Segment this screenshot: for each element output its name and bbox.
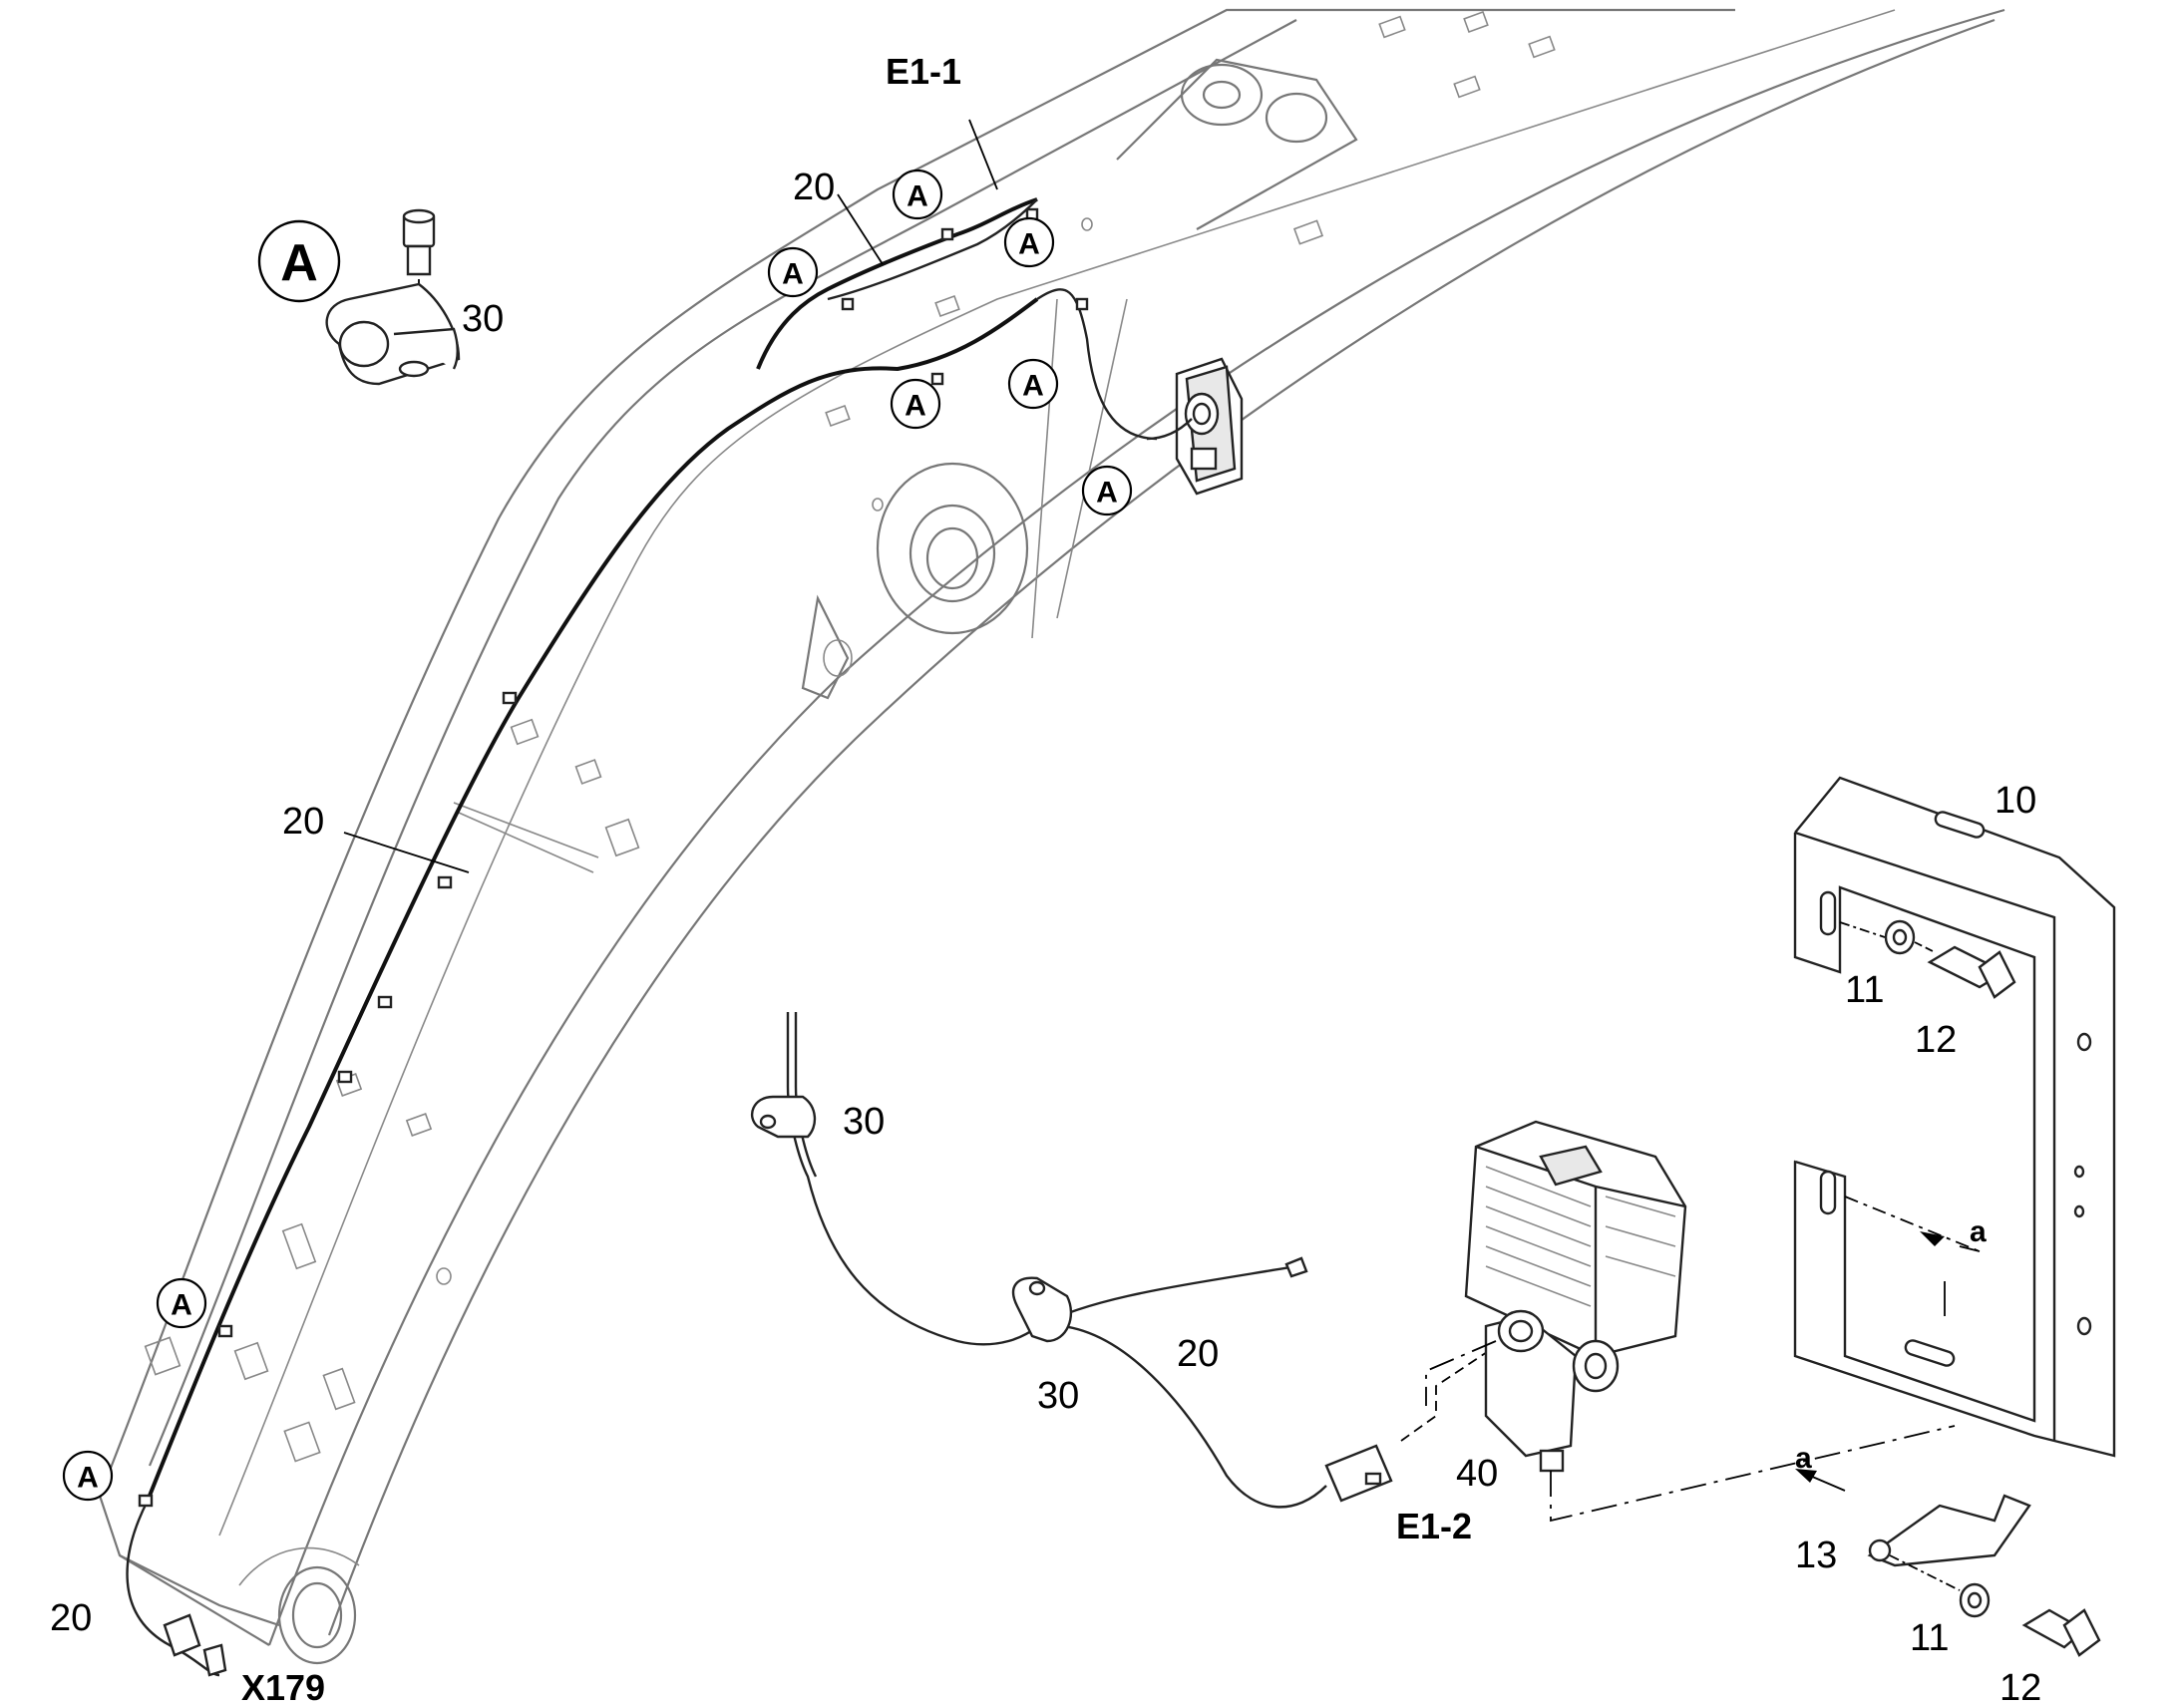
boom-structure [98,8,2005,1665]
label-e1-2: E1-2 [1396,1506,1472,1546]
circle-marker-a: A [156,1277,207,1329]
circle-marker-a: A [767,246,819,298]
leader-lines [343,119,998,873]
svg-text:A: A [782,258,804,291]
svg-text:A: A [280,234,318,292]
circle-marker-a: A [892,169,943,220]
callout-labels: E1-1 20 30 20 30 30 20 40 E1-2 20 X179 1… [50,51,2041,1708]
svg-text:A: A [77,1462,99,1495]
svg-text:A: A [1022,370,1044,403]
label-x179: X179 [241,1667,325,1708]
label-20: 20 [50,1597,92,1639]
label-30: 30 [462,298,504,340]
circle-marker-a: A [890,378,941,430]
label-12: 12 [1999,1667,2041,1708]
plate-and-fasteners [1795,1469,2101,1657]
label-13: 13 [1795,1535,1837,1576]
circle-marker-a: A [1081,465,1133,516]
label-a: a [1795,1442,1812,1475]
circle-markers-a: A A A A A A A A [62,169,1133,1502]
svg-text:A: A [907,180,928,213]
label-20: 20 [282,801,324,843]
label-20: 20 [793,167,835,208]
light-harness-exploded [751,1012,1497,1509]
work-light-e1-1 [1146,357,1244,496]
label-12: 12 [1915,1019,1957,1061]
label-a: a [1970,1215,1987,1248]
circle-marker-a: A [62,1450,114,1502]
label-40: 40 [1456,1453,1498,1495]
main-cable-harness [126,197,1158,1677]
label-10: 10 [1995,780,2036,822]
label-30: 30 [1037,1375,1079,1417]
label-20: 20 [1177,1333,1219,1375]
label-11: 11 [1845,969,1884,1011]
circle-marker-a: A [1007,358,1059,410]
svg-text:A: A [1096,477,1118,510]
circle-marker-a-large: A [257,219,341,303]
work-light-e1-2 [1425,1120,1956,1523]
svg-text:A: A [905,390,926,423]
mounting-bracket [1793,776,2116,1458]
svg-text:A: A [171,1289,192,1322]
label-e1-1: E1-1 [886,51,961,92]
label-11: 11 [1910,1617,1949,1659]
svg-text:A: A [1018,228,1040,261]
label-30: 30 [843,1101,885,1143]
circle-marker-a: A [1003,216,1055,268]
detail-a-clamp [325,208,461,386]
